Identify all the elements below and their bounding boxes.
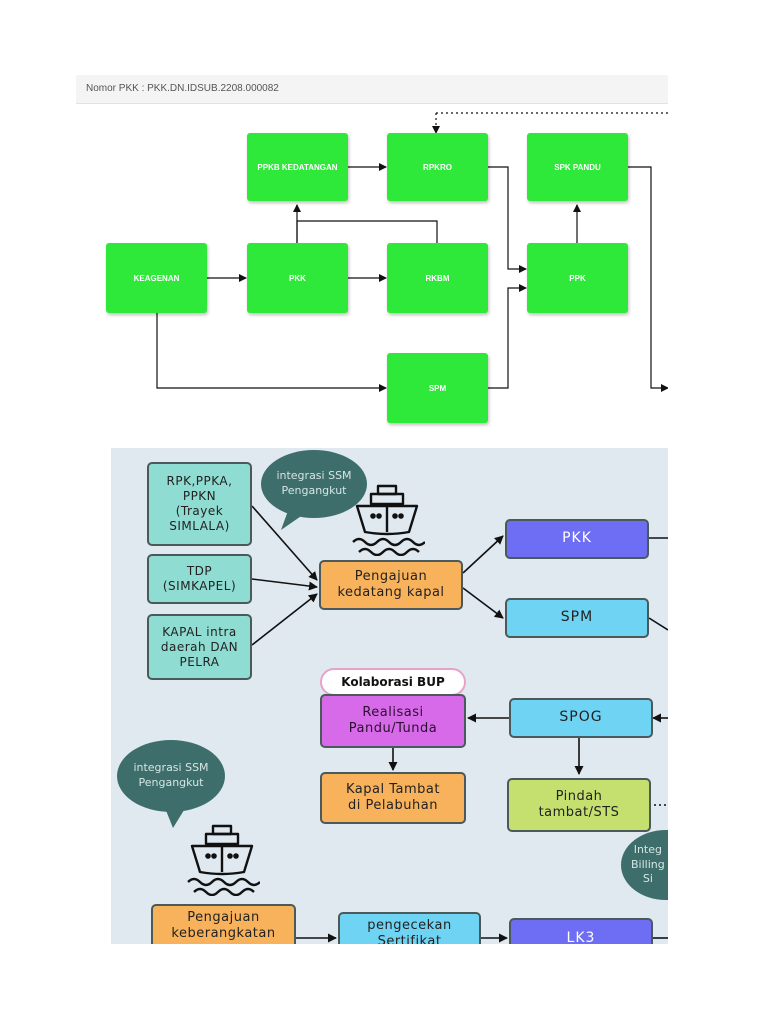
node-rpk-ppka-ppkn: RPK,PPKA, PPKN (Trayek SIMLALA) bbox=[147, 462, 252, 546]
node-ppk: PPK bbox=[527, 243, 628, 313]
node-kapal-intra-text: KAPAL intra daerah DAN PELRA bbox=[160, 624, 239, 669]
node-pkk: PKK bbox=[247, 243, 348, 313]
bubble-text-1: integrasi SSM Pengangkut bbox=[276, 469, 352, 497]
flow-diagram-bottom: integrasi SSM Pengangkut integrasi SSM P… bbox=[111, 448, 668, 944]
node-lk3: LK3 bbox=[509, 918, 653, 944]
speech-bubble-integrasi-ssm-1: integrasi SSM Pengangkut bbox=[261, 450, 367, 518]
ship-icon bbox=[187, 824, 260, 896]
node-tdp-text: TDP (SIMKAPEL) bbox=[162, 564, 237, 593]
node-spm: SPM bbox=[387, 353, 488, 423]
node-pindah-text: Pindah tambat/STS bbox=[538, 788, 620, 820]
node-kapal-tambat-text: Kapal Tambat di Pelabuhan bbox=[346, 781, 440, 813]
pkk-number-header: Nomor PKK : PKK.DN.IDSUB.2208.000082 bbox=[76, 75, 668, 104]
ship-icon bbox=[352, 484, 425, 556]
node-pindah-tambat-sts: Pindah tambat/STS bbox=[507, 778, 651, 832]
node-spog: SPOG bbox=[509, 698, 653, 738]
node-pkk-bottom: PKK bbox=[505, 519, 649, 559]
node-tdp-simkapel: TDP (SIMKAPEL) bbox=[147, 554, 252, 604]
node-kapal-tambat: Kapal Tambat di Pelabuhan bbox=[320, 772, 466, 824]
node-pengajuan-kedatang-text: Pengajuan kedatang kapal bbox=[337, 568, 445, 600]
node-pengajuan-kedatang-kapal: Pengajuan kedatang kapal bbox=[319, 560, 463, 610]
pkk-number-text: Nomor PKK : PKK.DN.IDSUB.2208.000082 bbox=[86, 83, 279, 94]
bubble-text-2: integrasi SSM Pengangkut bbox=[133, 761, 209, 789]
speech-bubble-integrasi-ssm-2: integrasi SSM Pengangkut bbox=[117, 740, 225, 812]
node-pengecekan-sertifikat: pengecekan Sertifikat bbox=[338, 912, 481, 944]
node-rpkro: RPKRO bbox=[387, 133, 488, 201]
top-connectors bbox=[156, 112, 668, 392]
node-rkbm: RKBM bbox=[387, 243, 488, 313]
bottom-connectors bbox=[251, 505, 668, 943]
node-pengajuan-berangkat-text: Pengajuan keberangkatan bbox=[171, 910, 276, 942]
node-pengajuan-keberangkatan: Pengajuan keberangkatan bbox=[151, 904, 296, 944]
node-rpk-text: RPK,PPKA, PPKN (Trayek SIMLALA) bbox=[166, 474, 233, 533]
label-kolaborasi-bup: Kolaborasi BUP bbox=[320, 668, 466, 696]
bubble-text-3: Integ Billing Si bbox=[631, 842, 665, 886]
node-ppkb-kedatangan: PPKB KEDATANGAN bbox=[247, 133, 348, 201]
node-realisasi-text: Realisasi Pandu/Tunda bbox=[348, 704, 438, 736]
node-pengecekan-text: pengecekan Sertifikat bbox=[367, 918, 452, 944]
node-spm-bottom: SPM bbox=[505, 598, 649, 638]
node-realisasi-pandu-tunda: Realisasi Pandu/Tunda bbox=[320, 694, 466, 748]
flow-diagram-top: Nomor PKK : PKK.DN.IDSUB.2208.000082 bbox=[76, 75, 668, 433]
node-keagenan: KEAGENAN bbox=[106, 243, 207, 313]
node-spk-pandu: SPK PANDU bbox=[527, 133, 628, 201]
node-kapal-intra-daerah: KAPAL intra daerah DAN PELRA bbox=[147, 614, 252, 680]
